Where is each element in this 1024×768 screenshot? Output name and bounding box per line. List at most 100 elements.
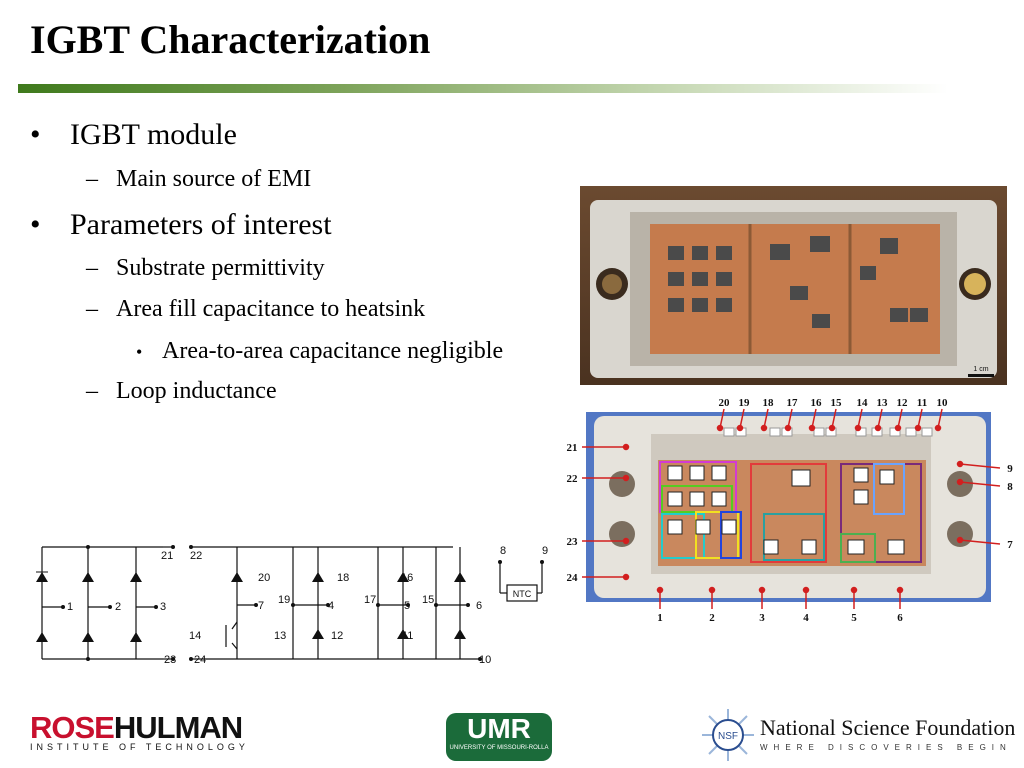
schematic-node-label: 9: [542, 545, 548, 557]
schematic-node-label: 4: [328, 600, 334, 612]
hulman-wordmark: HULMAN: [113, 710, 243, 745]
pin-pointer-head: [784, 424, 792, 432]
schematic-node-dot: [291, 603, 295, 607]
bullet-text: Main source of EMI: [116, 166, 312, 192]
bullet-marker: –: [86, 166, 98, 192]
schematic-node-label: 7: [258, 600, 264, 612]
pin-pointer-head: [894, 424, 902, 432]
pin-label-top: 14: [857, 397, 869, 409]
pin-label-left: 22: [567, 473, 579, 485]
bullet-marker: •: [136, 342, 143, 362]
schematic-node-dot: [254, 603, 258, 607]
schematic-node-dot: [61, 605, 65, 609]
schematic-node-label: 14: [189, 630, 201, 642]
pin-label-left: 23: [567, 536, 579, 548]
pin-label-top: 18: [763, 397, 775, 409]
pin-label-bottom: 1: [657, 612, 663, 624]
rose-hulman-logo: ROSEHULMAN INSTITUTE OF TECHNOLOGY: [30, 712, 270, 762]
title-underline: [18, 84, 948, 93]
pin-pointer-head: [956, 478, 964, 486]
pin-label-top: 15: [831, 397, 843, 409]
pin-label-left: 24: [567, 572, 579, 584]
schematic-node-dot: [171, 545, 175, 549]
pin-pointer-arrow: [959, 463, 1001, 469]
schematic-node-label: 2: [115, 601, 121, 613]
schematic-node-dot: [189, 545, 193, 549]
schematic-node-label: 10: [479, 654, 491, 666]
pin-pointer-head: [828, 424, 836, 432]
pin-pointer-head: [622, 537, 630, 545]
bullet-text: Loop inductance: [116, 378, 277, 404]
schematic-node-dot: [406, 603, 410, 607]
slide-title: IGBT Characterization: [30, 17, 431, 62]
rose-wordmark: ROSE: [30, 710, 115, 745]
schematic-node-label: 24: [194, 654, 206, 666]
pin-label-bottom: 3: [759, 612, 765, 624]
pin-pointer-head: [914, 424, 922, 432]
nsf-tagline: WHERE DISCOVERIES BEGIN: [760, 743, 1012, 752]
schematic-node-label: 13: [274, 630, 286, 642]
nsf-name: National Science Foundation: [760, 715, 1016, 740]
pin-pointer-head: [760, 424, 768, 432]
pin-label-right: 7: [1007, 539, 1013, 551]
schematic-node-label: 1: [67, 601, 73, 613]
pin-pointer-head: [874, 424, 882, 432]
pin-pointer-head: [854, 424, 862, 432]
schematic-node-label: 16: [401, 572, 413, 584]
umr-logo: UMR UNIVERSITY OF MISSOURI-ROLLA: [446, 713, 552, 761]
pin-label-top: 16: [811, 397, 823, 409]
schematic-node-label: 22: [190, 550, 202, 562]
pin-pointer-head: [716, 424, 724, 432]
schematic-node-dot: [326, 603, 330, 607]
bullet-marker: •: [30, 118, 41, 151]
schematic-node-label: 12: [331, 630, 343, 642]
bullet-area-to-area: • Area-to-area capacitance negligible: [136, 338, 503, 365]
rose-subtitle: INSTITUTE OF TECHNOLOGY: [30, 742, 249, 752]
bullet-loop-inductance: – Loop inductance: [86, 378, 277, 405]
pin-pointer-head: [736, 424, 744, 432]
pin-label-left: 21: [567, 442, 578, 454]
schematic-node-dot: [376, 603, 380, 607]
bullet-marker: –: [86, 296, 98, 322]
umr-wordmark: UMR: [467, 713, 531, 744]
schematic-node-label: 6: [476, 600, 482, 612]
pin-pointer-head: [956, 536, 964, 544]
pin-label-right: 9: [1007, 463, 1013, 475]
nsf-logo: NSF National Science Foundation WHERE DI…: [700, 705, 1015, 763]
schematic-node-label: 15: [422, 594, 434, 606]
bullet-marker: –: [86, 255, 98, 281]
schematic-node-label: 23: [164, 654, 176, 666]
bullet-parameters: • Parameters of interest: [30, 208, 332, 242]
pin-label-top: 11: [917, 397, 927, 409]
pin-pointer-head: [708, 586, 716, 594]
pin-label-top: 19: [739, 397, 751, 409]
scale-label: 1 cm: [973, 366, 988, 373]
schematic-node-dot: [466, 603, 470, 607]
pin-pointer-head: [622, 573, 630, 581]
ntc-label: NTC: [513, 589, 532, 599]
schematic-node-dot: [154, 605, 158, 609]
schematic-node-dot: [171, 657, 175, 661]
schematic-node-label: 21: [161, 550, 173, 562]
pin-pointer-head: [956, 460, 964, 468]
igbt-module-photo: 1 cm: [580, 186, 1007, 385]
pin-pointer-head: [808, 424, 816, 432]
pin-pointer-head: [850, 586, 858, 594]
pin-pointer-head: [896, 586, 904, 594]
pin-pointer-arrow: [959, 539, 1001, 545]
schematic-node-dot: [108, 605, 112, 609]
schematic-node-dot: [498, 560, 502, 564]
bullet-area-fill-capacitance: – Area fill capacitance to heatsink: [86, 296, 425, 323]
pin-pointer-head: [622, 474, 630, 482]
igbt-module-photo-graphic: 1 cm: [580, 186, 1007, 385]
pin-label-right: 8: [1007, 481, 1013, 493]
schematic-node-dot: [189, 657, 193, 661]
schematic-node-label: 5: [404, 600, 410, 612]
schematic-node-label: 8: [500, 545, 506, 557]
schematic-node-label: 19: [278, 594, 290, 606]
umr-subtitle: UNIVERSITY OF MISSOURI-ROLLA: [449, 745, 549, 751]
pin-label-top: 17: [787, 397, 799, 409]
